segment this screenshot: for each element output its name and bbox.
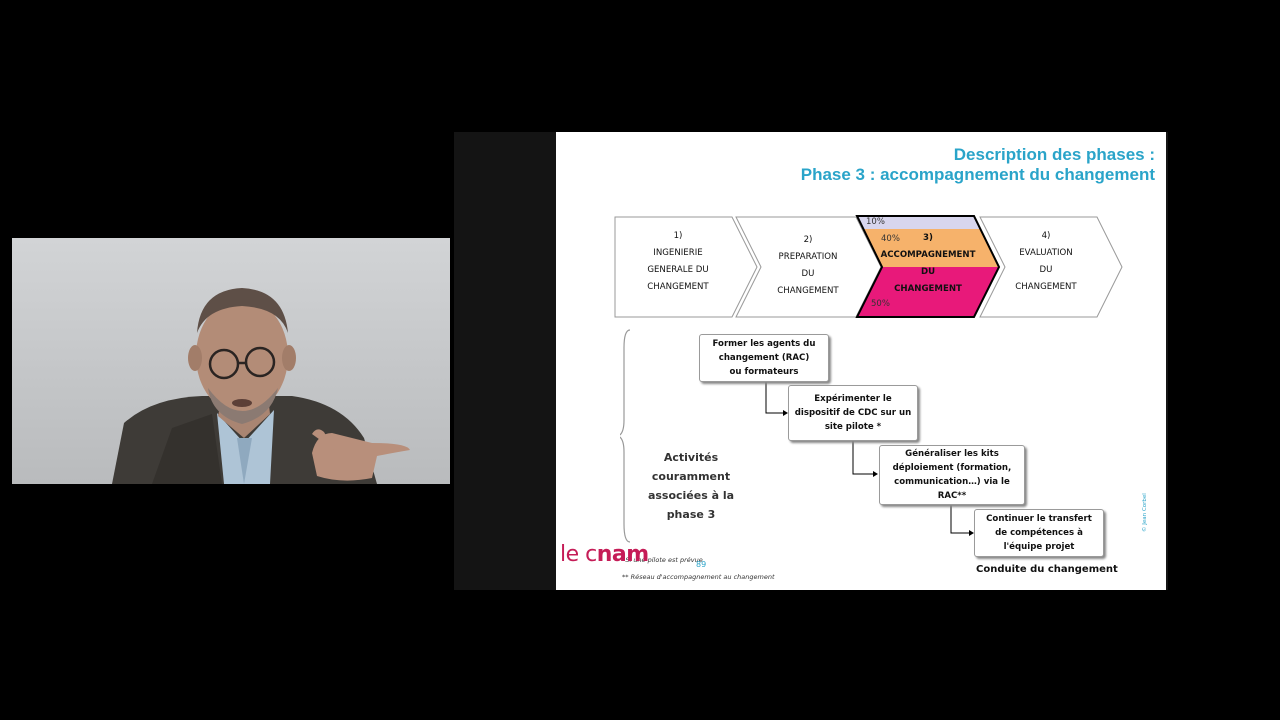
step-4-box: Continuer le transfert de compétences à … xyxy=(974,509,1104,557)
page-number: 89 xyxy=(696,560,707,569)
phase-3-chevron xyxy=(855,215,1001,318)
phase-3-band-50 xyxy=(857,267,998,317)
brace-icon xyxy=(620,329,631,543)
step-2-box: Expérimenter le dispositif de CDC sur un… xyxy=(788,385,918,441)
step-3-box: Généraliser les kits déploiement (format… xyxy=(879,445,1025,505)
speaker-figure xyxy=(112,288,410,484)
slide-title-line2: Phase 3 : accompagnement du changement xyxy=(800,165,1155,184)
slide-title: Description des phases : Phase 3 : accom… xyxy=(801,145,1155,185)
phase-1-label: 1) INGENIERIE GENERALE DU CHANGEMENT xyxy=(647,231,709,292)
phase-4-chevron xyxy=(979,216,1123,318)
slide-title-line1: Description des phases : xyxy=(953,145,1155,164)
phase-3-pct-10: 10% xyxy=(866,217,885,227)
copyright-text: © Jean Corbel xyxy=(1142,493,1148,532)
footnote-2: ** Réseau d'accompagnement au changement xyxy=(622,573,775,581)
step-1-box: Former les agents du changement (RAC) ou… xyxy=(699,334,829,382)
phase-3-pct-40: 40% xyxy=(881,234,900,244)
footnote-1: * Si une pilote est prévue xyxy=(620,556,703,564)
phase-chevrons xyxy=(614,215,1123,318)
phase-4-label: 4) EVALUATION DU CHANGEMENT xyxy=(1015,231,1077,292)
phase-3-pct-50: 50% xyxy=(871,299,890,309)
phase-1-chevron xyxy=(614,216,758,318)
phase-3-label: 3) ACCOMPAGNEMENT DU CHANGEMENT xyxy=(880,233,976,294)
footer-title: Conduite du changement xyxy=(976,564,1118,575)
cnam-logo: le cnam xyxy=(560,542,649,567)
phase-3-band-10 xyxy=(857,216,980,229)
activities-label: Activités couramment associées à la phas… xyxy=(647,451,735,521)
speaker-webcam xyxy=(12,238,450,484)
step-connectors xyxy=(765,381,974,536)
presentation-slide: Description des phases : Phase 3 : accom… xyxy=(556,132,1166,590)
phase-2-label: 2) PREPARATION DU CHANGEMENT xyxy=(777,235,839,296)
phase-3-band-40 xyxy=(863,229,998,267)
